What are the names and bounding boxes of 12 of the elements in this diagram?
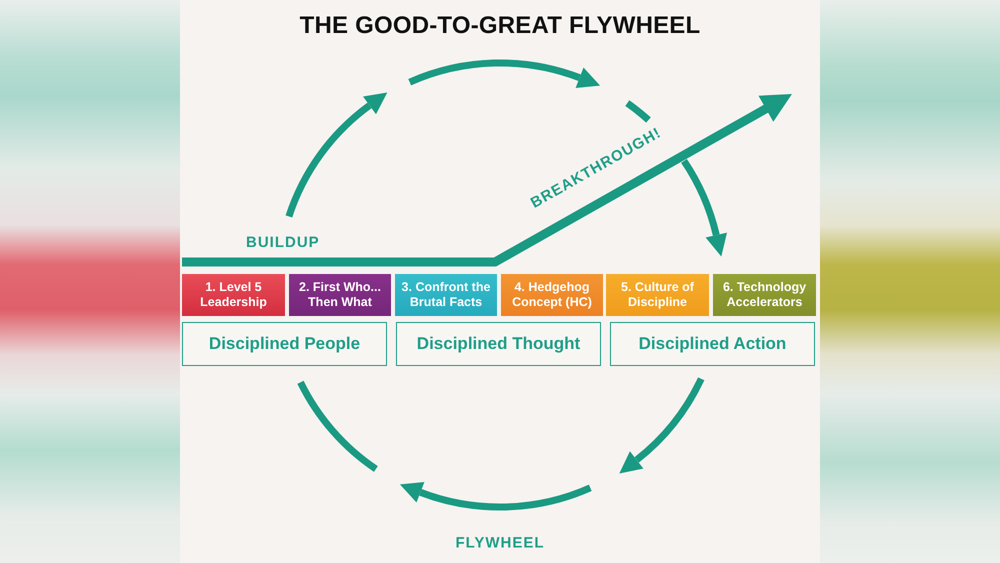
category-box: Disciplined People: [182, 322, 387, 366]
step-box: 1. Level 5 Leadership: [182, 274, 285, 316]
category-box: Disciplined Thought: [396, 322, 601, 366]
step-box: 3. Confront the Brutal Facts: [395, 274, 497, 316]
step-box: 6. Technology Accelerators: [713, 274, 816, 316]
category-box: Disciplined Action: [610, 322, 815, 366]
buildup-label: BUILDUP: [246, 234, 320, 251]
step-box: 5. Culture of Discipline: [606, 274, 709, 316]
step-box: 4. Hedgehog Concept (HC): [501, 274, 603, 316]
flywheel-label: FLYWHEEL: [455, 534, 545, 552]
title: THE GOOD-TO-GREAT FLYWHEEL: [300, 12, 700, 40]
step-box: 2. First Who... Then What: [289, 274, 391, 316]
